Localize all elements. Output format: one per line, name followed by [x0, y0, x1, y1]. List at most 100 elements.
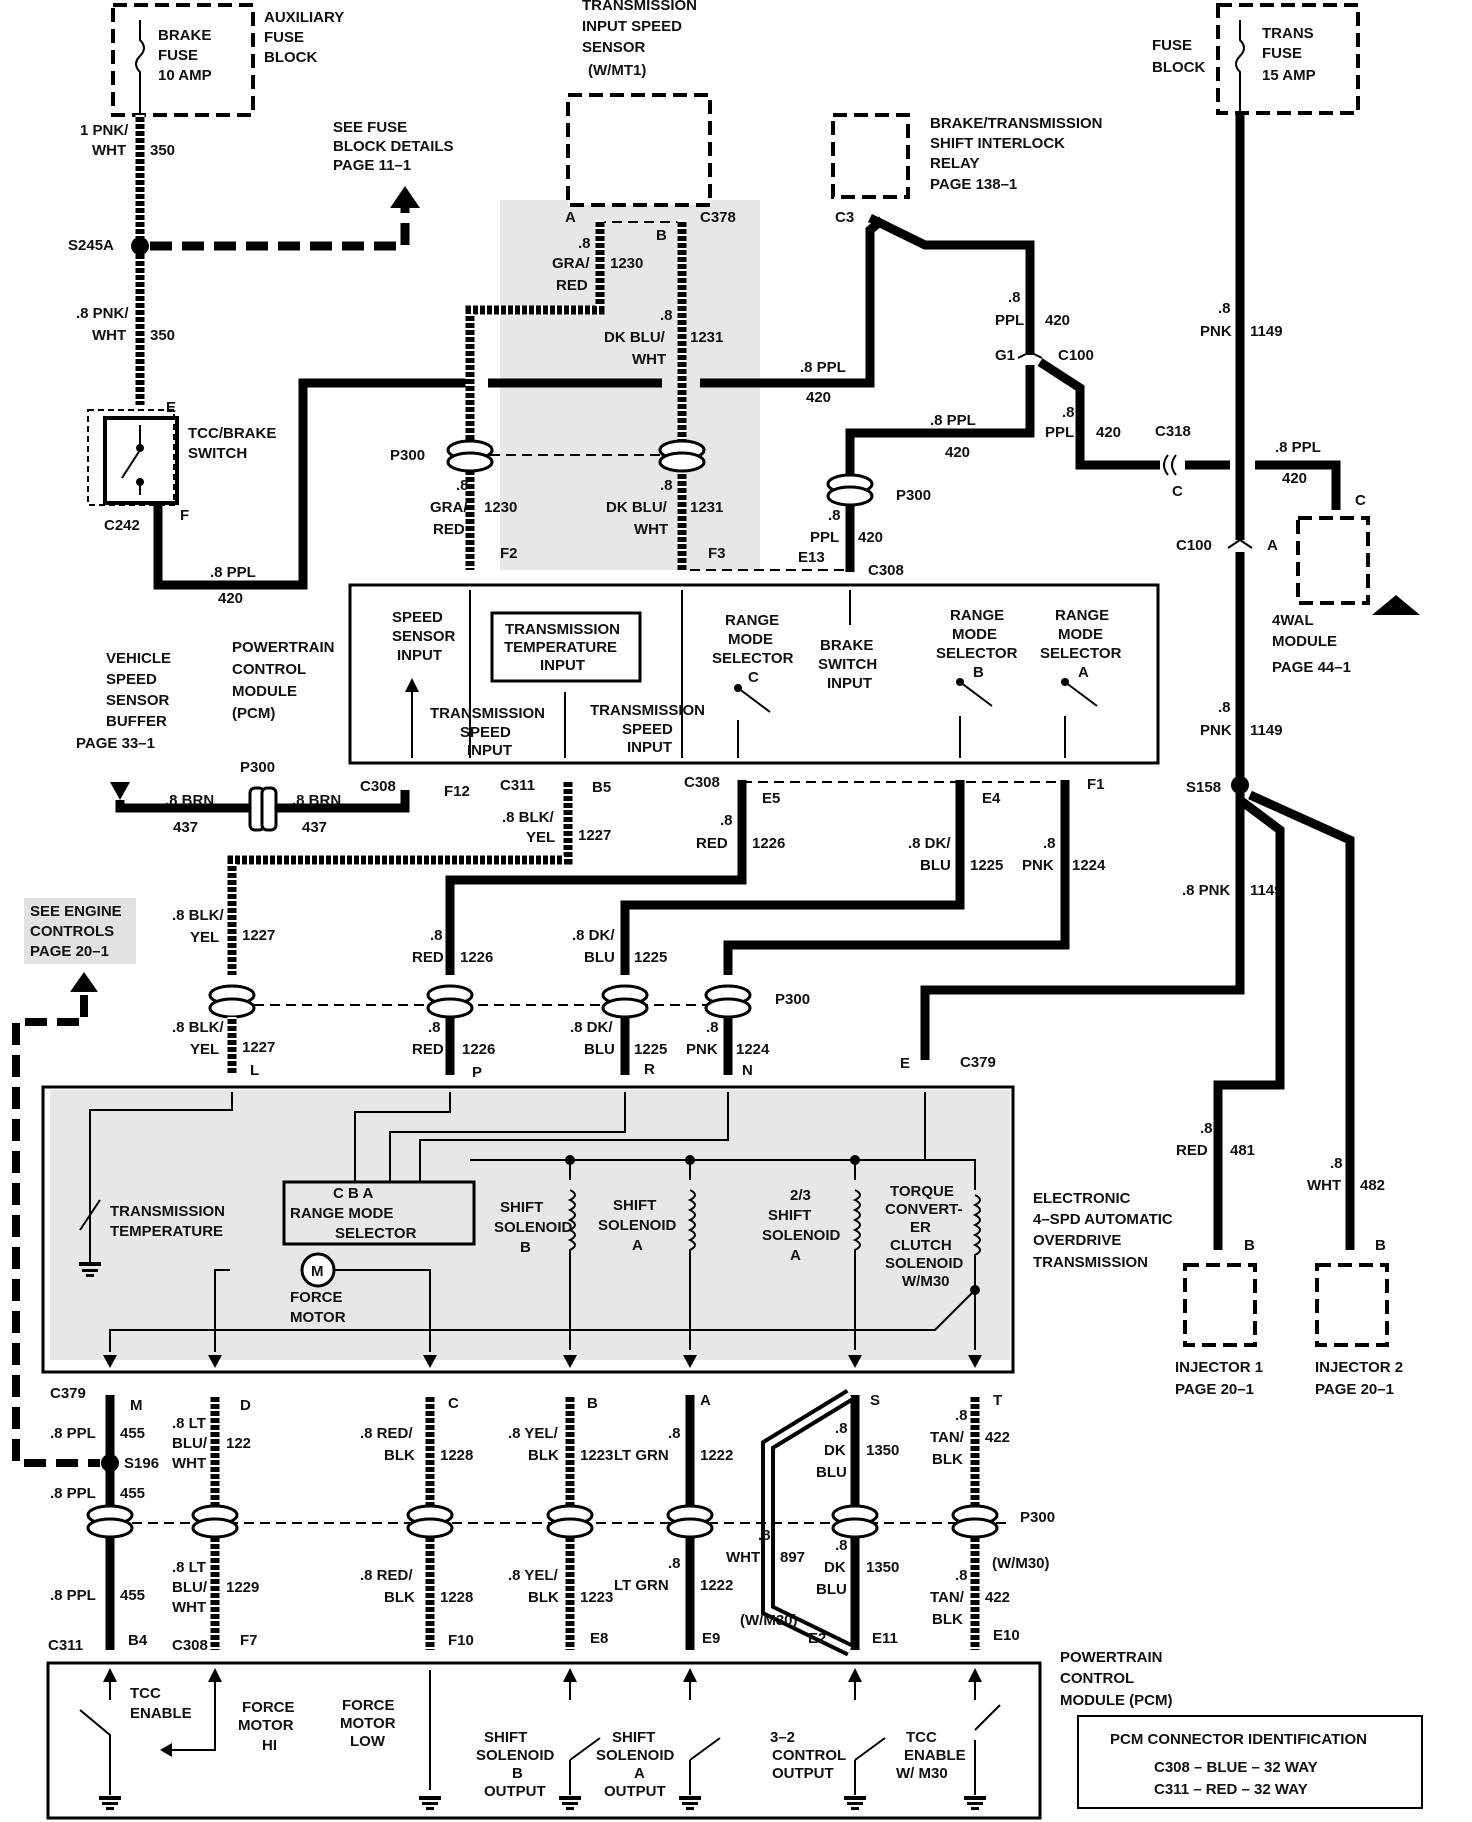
p300-mid-plugs — [208, 984, 752, 1019]
label-pin-d: D — [240, 1397, 251, 1414]
trans-fuse-symbol — [1235, 20, 1245, 115]
s23-1: 2/3 — [790, 1187, 811, 1204]
sao-3: A — [634, 1765, 645, 1782]
esd-icon — [1372, 595, 1420, 615]
sao-1: SHIFT — [612, 1729, 655, 1746]
inj2-2: PAGE 20–1 — [1315, 1381, 1394, 1398]
vss-arrow — [110, 782, 130, 800]
label-s245a: S245A — [68, 237, 114, 254]
s23-2: SHIFT — [768, 1207, 811, 1224]
pcmb-3: MODULE (PCM) — [1060, 1692, 1173, 1709]
label-1149b-2: PNK — [1200, 722, 1232, 739]
pcmb-2: CONTROL — [1060, 1670, 1134, 1687]
label-1228b-n: 1228 — [440, 1589, 473, 1606]
label-s158: S158 — [1186, 779, 1221, 796]
tiss-box — [566, 93, 712, 207]
label-122-1: .8 LT — [172, 1415, 206, 1432]
label-1230-1: .8 — [578, 235, 591, 252]
label-pin-p: P — [472, 1064, 482, 1081]
interlock-label1: BRAKE/TRANSMISSION — [930, 115, 1103, 132]
wire-tcc-to-pcm — [153, 378, 470, 590]
tcc-4: CLUTCH — [890, 1237, 952, 1254]
label-1227b-2: YEL — [190, 929, 219, 946]
label-1231-2: DK BLU/ — [604, 329, 666, 346]
label-1223-1: .8 YEL/ — [508, 1425, 559, 1442]
label-1149-2: PNK — [1200, 323, 1232, 340]
rmc-1: RANGE — [725, 612, 779, 629]
label-1230-3: RED — [556, 277, 588, 294]
coil-23 — [852, 1189, 861, 1265]
label-1226-n: 1226 — [752, 835, 785, 852]
bsi-1: BRAKE — [820, 637, 873, 654]
rs-pins: C B A — [333, 1185, 373, 1202]
rma-switch — [1064, 681, 1098, 758]
label-1225c-1: .8 DK/ — [570, 1019, 613, 1036]
interlock-label3: RELAY — [930, 155, 979, 172]
label-inj1-pin: B — [1244, 1237, 1255, 1254]
ts1-1: TRANSMISSION — [430, 705, 545, 722]
fm-2: MOTOR — [290, 1309, 346, 1326]
label-1226c-n: 1226 — [462, 1041, 495, 1058]
tcce-1: TCC — [130, 1685, 161, 1702]
pcm-bottom-arrows — [109, 1670, 976, 1790]
label-pin-e2: E — [900, 1055, 910, 1072]
label-pin-c: C — [448, 1395, 459, 1412]
tcc-switch-box — [87, 409, 175, 506]
inj2-1: INJECTOR 2 — [1315, 1359, 1403, 1376]
tcc-switch-dot2 — [136, 478, 144, 486]
label-s196: S196 — [124, 1455, 159, 1472]
label-tiss-a: A — [565, 209, 576, 226]
sb-2: SOLENOID — [494, 1219, 573, 1236]
label-e4: E4 — [982, 790, 1001, 807]
tce-3: W/ M30 — [896, 1765, 948, 1782]
label-g1: G1 — [995, 347, 1015, 364]
label-1222b-1: .8 — [668, 1555, 681, 1572]
label-pin-e: E — [166, 399, 176, 416]
tcc-switch-label2: SWITCH — [188, 445, 247, 462]
label-f3: F3 — [708, 545, 726, 562]
label-1223b-2: BLK — [528, 1589, 559, 1606]
label-e2: E2 — [808, 1630, 826, 1647]
sa-1: SHIFT — [613, 1197, 656, 1214]
tcce-2: ENABLE — [130, 1705, 192, 1722]
label-1350b-3: BLU — [816, 1581, 847, 1598]
sbo-2: SOLENOID — [476, 1747, 555, 1764]
aux-label1: AUXILIARY — [264, 9, 344, 26]
label-350b-n: 350 — [150, 327, 175, 344]
c32-3: OUTPUT — [772, 1765, 834, 1782]
tcc-3: ER — [910, 1219, 931, 1236]
sa-3: A — [632, 1237, 643, 1254]
label-437b: .8 BRN — [292, 792, 341, 809]
tt-2: TEMPERATURE — [110, 1223, 223, 1240]
label-482-2: WHT — [1307, 1177, 1341, 1194]
label-1227b-n: 1227 — [242, 927, 275, 944]
wire-1149-down — [920, 785, 1245, 1060]
p300-1230b — [446, 451, 494, 473]
label-420-mid: .8 PPL — [800, 359, 846, 376]
label-1228-n: 1228 — [440, 1447, 473, 1464]
sb-3: B — [520, 1239, 531, 1256]
label-350b-1: .8 PNK/ — [76, 305, 129, 322]
tt-1: TRANSMISSION — [110, 1203, 225, 1220]
label-1224c-2: PNK — [686, 1041, 718, 1058]
label-tiss-b: B — [656, 227, 667, 244]
brake-fuse-label3: 10 AMP — [158, 67, 212, 84]
label-422b-1: .8 — [955, 1567, 968, 1584]
label-350a-1: 1 PNK/ — [80, 122, 129, 139]
pcm-top-label3: MODULE — [232, 683, 297, 700]
label-1231-3: WHT — [632, 351, 666, 368]
label-350a-n: 350 — [150, 142, 175, 159]
label-422b-3: BLK — [932, 1611, 963, 1628]
fml-1: FORCE — [342, 1697, 395, 1714]
label-1149b-n: 1149 — [1250, 722, 1283, 739]
label-p300-vss: P300 — [240, 759, 275, 776]
trans-fuse-1: TRANS — [1262, 25, 1314, 42]
wire-420-c318 — [1037, 358, 1160, 470]
label-c308a: C308 — [868, 562, 904, 579]
brake-fuse-label: BRAKE — [158, 27, 211, 44]
label-455b-1: .8 PPL — [50, 1485, 96, 1502]
connector-id-line2: C311 – RED – 32 WAY — [1154, 1781, 1308, 1798]
coil-b — [567, 1189, 576, 1265]
tti-2: TEMPERATURE — [504, 639, 617, 656]
